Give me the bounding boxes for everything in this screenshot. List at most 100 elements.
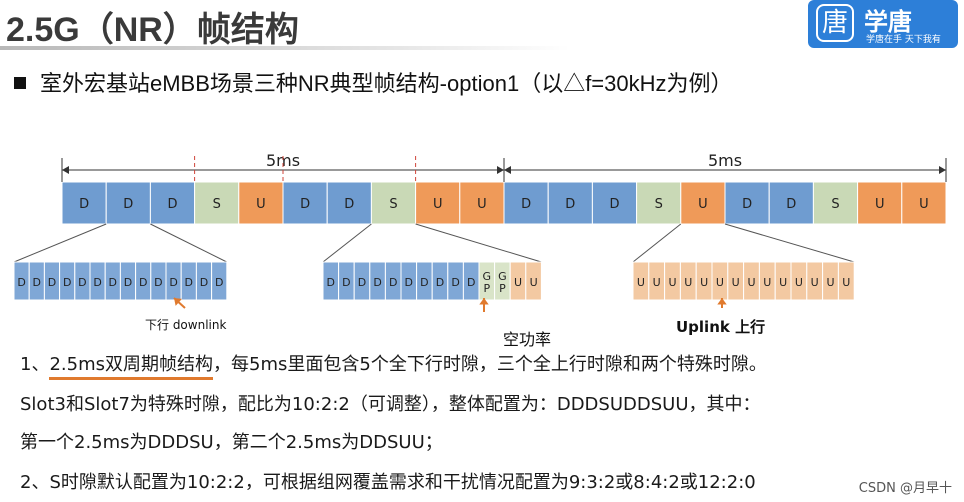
arrowhead-right-1 xyxy=(497,166,504,174)
downlink-symbol-label-2: D xyxy=(33,276,41,289)
slot-16 xyxy=(724,181,770,225)
downlink-symbol-label-10: D xyxy=(154,276,162,289)
slot-label-20: U xyxy=(919,197,929,212)
uplink-label: Uplink 上行 xyxy=(676,318,766,336)
slot-2 xyxy=(105,181,151,225)
slot-12 xyxy=(547,181,593,225)
slot-18 xyxy=(812,181,859,225)
uplink-symbol-label-9: U xyxy=(763,276,771,289)
slot-19 xyxy=(857,181,903,225)
uplink-symbol-label-10: U xyxy=(779,276,787,289)
body-line-2: Slot3和Slot7为特殊时隙，配比为10:2:2（可调整），整体配置为：DD… xyxy=(20,394,761,415)
special-zoom-line-left xyxy=(322,223,372,263)
brand-logo: 唐 学唐 学唐在手 天下我有 xyxy=(808,0,958,48)
uplink-zoom-line-left xyxy=(632,223,682,263)
slot-label-19: U xyxy=(875,197,885,212)
slot-20 xyxy=(901,181,947,225)
downlink-symbol-label-8: D xyxy=(124,276,132,289)
slot-label-1: D xyxy=(79,197,89,212)
downlink-symbol-label-9: D xyxy=(139,276,147,289)
downlink-pointer-head xyxy=(174,298,182,306)
uplink-symbol-label-13: U xyxy=(826,276,834,289)
special-symbol-label-8: D xyxy=(436,276,444,289)
downlink-symbol-label-7: D xyxy=(109,276,117,289)
logo-mark: 唐 xyxy=(816,4,854,42)
special-symbol-label-7: D xyxy=(420,276,428,289)
slot-label-15: U xyxy=(698,197,708,212)
slot-label-2: D xyxy=(123,197,133,212)
period-label-1: 5ms xyxy=(266,151,300,170)
downlink-symbol-label-3: D xyxy=(48,276,56,289)
downlink-symbol-label-12: D xyxy=(185,276,193,289)
special-symbol-label-13: U xyxy=(514,276,522,289)
section-heading-text: 室外宏基站eMBB场景三种NR典型帧结构-option1（以△f=30kHz为例… xyxy=(40,71,733,96)
square-bullet-icon xyxy=(14,77,26,89)
arrowhead-right-2 xyxy=(939,166,946,174)
downlink-symbol-label-13: D xyxy=(200,276,208,289)
uplink-symbol-14 xyxy=(837,261,855,301)
logo-subtext: 学唐在手 天下我有 xyxy=(866,35,941,45)
slot-label-14: S xyxy=(655,197,663,212)
special-symbol-label-14: U xyxy=(530,276,538,289)
slot-label-17: D xyxy=(786,197,796,212)
uplink-symbol-label-2: U xyxy=(653,276,661,289)
downlink-zoom-line-right xyxy=(150,223,228,263)
slot-10 xyxy=(459,181,505,225)
slot-11 xyxy=(503,181,549,225)
slot-label-5: U xyxy=(256,197,266,212)
special-symbol-label-5: D xyxy=(389,276,397,289)
special-symbol-label-6: D xyxy=(405,276,413,289)
slot-1 xyxy=(61,181,107,225)
uplink-pointer-head xyxy=(717,298,727,305)
uplink-symbol-label-8: U xyxy=(747,276,755,289)
period-label-2: 5ms xyxy=(708,151,742,170)
slot-9 xyxy=(415,181,461,225)
uplink-symbol-label-1: U xyxy=(637,276,645,289)
watermark: CSDN @月早十 xyxy=(858,477,952,496)
special-symbol-label-10: D xyxy=(467,276,475,289)
uplink-symbol-label-7: U xyxy=(732,276,740,289)
slot-15 xyxy=(680,181,726,225)
body-line-4: 2、S时隙默认配置为10:2:2，可根据组网覆盖需求和干扰情况配置为9:3:2或… xyxy=(20,472,756,493)
slot-3 xyxy=(149,181,196,225)
downlink-zoom-line-left xyxy=(13,223,107,263)
body-line-1-rest: ，每5ms里面包含5个全下行时隙，三个全上行时隙和两个特殊时隙。 xyxy=(213,354,767,375)
special-symbol-label-4: D xyxy=(373,276,381,289)
slot-14 xyxy=(636,181,682,225)
slot-6 xyxy=(282,181,328,225)
slot-label-18: S xyxy=(831,197,839,212)
special-symbol-label-9: D xyxy=(451,276,459,289)
uplink-symbol-label-3: U xyxy=(668,276,676,289)
downlink-label: 下行 downlink xyxy=(145,318,227,332)
slot-label-10: U xyxy=(477,197,487,212)
slot-label-13: D xyxy=(609,197,619,212)
page-title: 2.5G（NR）帧结构 xyxy=(6,11,299,49)
special-symbol-label-2: D xyxy=(342,276,350,289)
special-symbol-label-3: D xyxy=(358,276,366,289)
slot-5 xyxy=(238,181,284,225)
downlink-symbol-label-1: D xyxy=(17,276,25,289)
slot-label-4: S xyxy=(213,197,221,212)
slot-8 xyxy=(370,181,417,225)
downlink-symbol-14 xyxy=(211,261,228,301)
arrowhead-left-1 xyxy=(62,166,69,174)
slot-label-12: D xyxy=(565,197,575,212)
uplink-symbol-label-11: U xyxy=(795,276,803,289)
special-symbol-label-1: D xyxy=(327,276,335,289)
downlink-symbol-label-4: D xyxy=(63,276,71,289)
slot-label-8: S xyxy=(389,197,397,212)
special-symbol-14 xyxy=(525,261,542,301)
gp-label: 空功率 xyxy=(503,330,552,349)
body-line-1: 1、2.5ms双周期帧结构，每5ms里面包含5个全下行时隙，三个全上行时隙和两个… xyxy=(20,350,767,380)
slot-label-11: D xyxy=(521,197,531,212)
downlink-symbol-label-14: D xyxy=(215,276,223,289)
slot-4 xyxy=(194,181,240,225)
slot-label-16: D xyxy=(742,197,752,212)
slot-label-3: D xyxy=(167,197,177,212)
slot-label-7: D xyxy=(344,197,354,212)
uplink-symbol-label-5: U xyxy=(700,276,708,289)
slot-label-6: D xyxy=(300,197,310,212)
